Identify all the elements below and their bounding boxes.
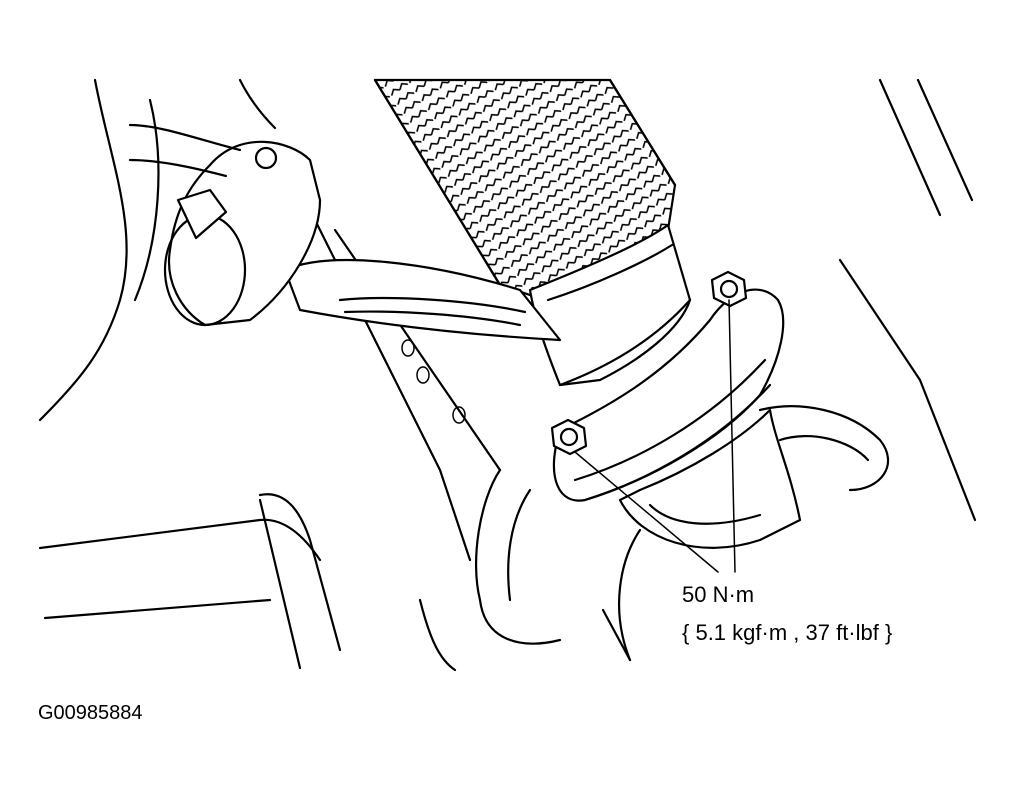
torque-spec-nm: 50 N·m xyxy=(682,582,755,607)
rubber-insulator xyxy=(128,123,322,327)
exhaust-flange xyxy=(552,288,785,502)
flange-bolt-upper xyxy=(710,270,748,308)
flange-bolt-lower xyxy=(550,418,588,456)
torque-leader-lines xyxy=(574,299,736,573)
rail-hole xyxy=(401,339,415,357)
torque-spec-alt-units: { 5.1 kgf·m , 37 ft·lbf } xyxy=(682,620,893,645)
figure-id: G00985884 xyxy=(38,702,143,724)
body-panel-right xyxy=(601,78,977,662)
hose-collar xyxy=(528,223,692,387)
body-panel-left xyxy=(38,78,277,422)
rail-hole xyxy=(452,406,466,424)
mounting-bracket xyxy=(283,259,562,342)
exhaust-pipe xyxy=(618,408,802,549)
crossmember xyxy=(38,468,562,672)
rail-hole xyxy=(416,366,430,384)
